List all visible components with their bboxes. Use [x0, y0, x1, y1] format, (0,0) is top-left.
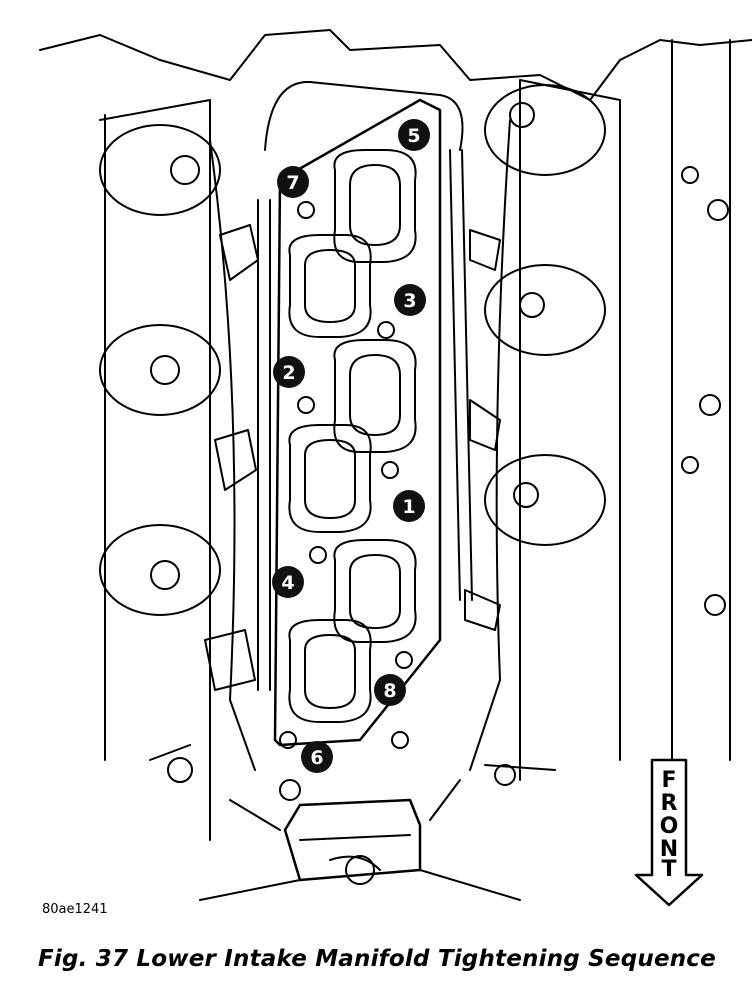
right-bolt-bosses	[484, 84, 606, 546]
left-fuel-rail	[257, 199, 271, 691]
drawing-code: 80ae1241	[42, 902, 108, 917]
badge-2: 2	[273, 356, 305, 388]
far-right-bolts	[681, 166, 729, 616]
far-right-head	[671, 39, 731, 761]
badge-4-label: 4	[281, 572, 294, 594]
intake-runners	[288, 149, 417, 723]
right-fuel-rail	[449, 149, 473, 601]
front-letter-r: R	[661, 791, 678, 816]
engine-block-outline	[39, 29, 752, 101]
valley-left	[209, 139, 256, 771]
figure-caption: Fig. 37 Lower Intake Manifold Tightening…	[38, 946, 716, 972]
fuel-rail-loop	[264, 80, 464, 151]
badge-3-label: 3	[403, 290, 416, 312]
right-head-outline	[519, 79, 621, 781]
badge-6-label: 6	[310, 747, 323, 769]
badge-5-label: 5	[407, 125, 420, 147]
badge-3: 3	[394, 284, 426, 316]
badge-4: 4	[272, 566, 304, 598]
left-head-outline	[99, 99, 211, 841]
front-letter-o: O	[660, 814, 679, 839]
sequence-badges: 1 2 3 4 5 6 7 8	[272, 119, 430, 773]
badge-7-label: 7	[286, 172, 299, 194]
badge-5: 5	[398, 119, 430, 151]
left-injectors	[204, 224, 259, 691]
valley-right	[469, 119, 511, 771]
badge-8: 8	[374, 674, 406, 706]
badge-7: 7	[277, 166, 309, 198]
badge-1: 1	[393, 490, 425, 522]
badge-8-label: 8	[383, 680, 396, 702]
front-arrow: F R O N T	[634, 758, 704, 907]
front-letter-t: T	[661, 857, 676, 882]
badge-6: 6	[301, 741, 333, 773]
front-arrow-icon	[634, 758, 704, 907]
right-injectors	[464, 229, 501, 631]
front-letter-f: F	[661, 768, 676, 793]
manifold-bolt-holes	[279, 201, 413, 749]
front-letter-n: N	[660, 837, 678, 862]
badge-2-label: 2	[282, 362, 295, 384]
left-bolt-bosses	[99, 124, 221, 616]
lower-bolts	[167, 757, 516, 801]
badge-1-label: 1	[402, 496, 415, 518]
